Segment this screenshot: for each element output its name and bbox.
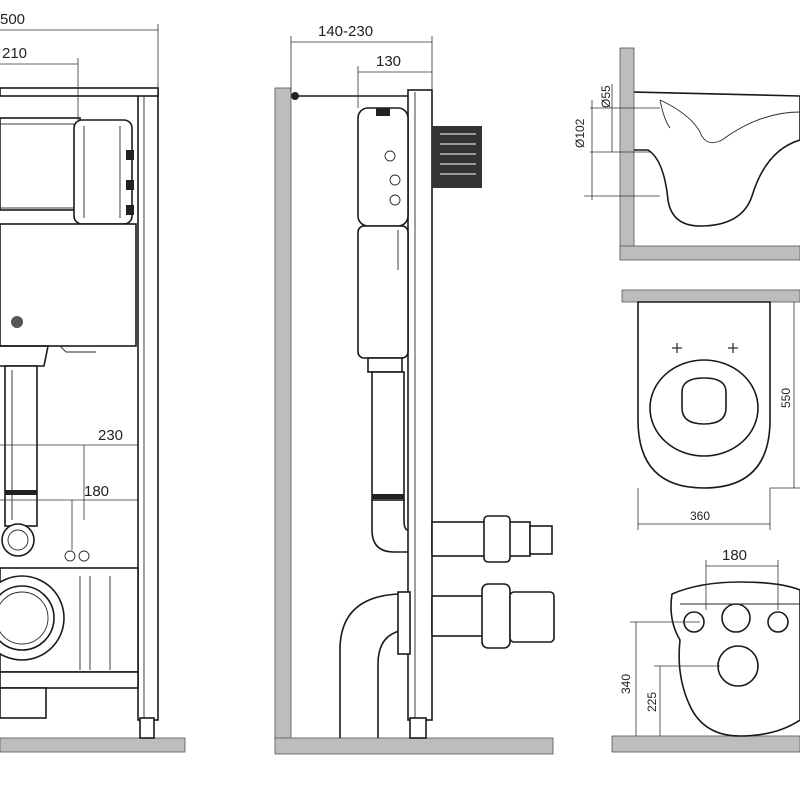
dim-bolt-spacing-label: 180 [722,547,747,564]
dim-inlet-label: 225 [645,692,659,712]
side-cistern-lower [357,225,409,359]
dim-depth-range-label: 140-230 [318,23,373,40]
flush-outlet [1,523,35,557]
flush-pipe [4,365,38,527]
dim-width-label: 500 [0,11,25,28]
waste-connector [431,595,485,637]
flush-connector [431,521,531,557]
side-flush-bend [371,500,408,553]
bowl-rear-floor [611,735,800,753]
cistern-screw [11,316,23,328]
bowl-side-wall [619,47,635,259]
dim-height-label: 340 [619,674,633,694]
waste-outlet [0,575,65,661]
dim-width-top-label: 360 [690,509,710,523]
bowl-side-outline [633,91,800,227]
side-wall [274,87,292,741]
cistern-tank [0,223,137,347]
rear-inlet [721,603,751,633]
dim-frame-depth-label: 130 [376,53,401,70]
bowl-top-view: 360 550 [621,289,800,530]
bowl-top-rim [649,359,759,457]
side-floor [274,737,554,755]
bowl-side-view: Ø55 Ø102 [573,47,800,261]
front-view: 500 210 230 180 [0,11,186,753]
dim-outlet-high-label: 230 [98,427,123,444]
bowl-top-wall [621,289,800,303]
waste-bend [339,593,401,738]
dim-offset-label: 210 [2,45,27,62]
cistern-top [0,117,81,211]
frame-top-rail [0,87,159,97]
side-view: 140-230 130 [274,23,555,755]
dim-lower-label: Ø102 [573,118,587,148]
front-bottom-rail [0,671,139,689]
bowl-rear-view: 180 340 225 [611,547,800,753]
rear-outlet [717,645,759,687]
side-flush-pipe [371,371,405,501]
cistern-valve-block [73,119,133,225]
bowl-top-hole [681,377,727,425]
frame-post-right [137,89,159,721]
bowl-top-outline [637,301,771,489]
side-cistern-upper [357,107,409,227]
bowl-side-floor [619,245,800,261]
dim-outlet-low-label: 180 [84,483,109,500]
frame-foot-right [139,717,155,739]
side-frame-post [407,89,433,721]
front-floor [0,737,186,753]
bowl-rear-outline [670,581,800,737]
dim-upper-label: Ø55 [599,85,613,108]
dim-length-top-label: 550 [779,388,793,408]
flush-plate [432,126,482,188]
